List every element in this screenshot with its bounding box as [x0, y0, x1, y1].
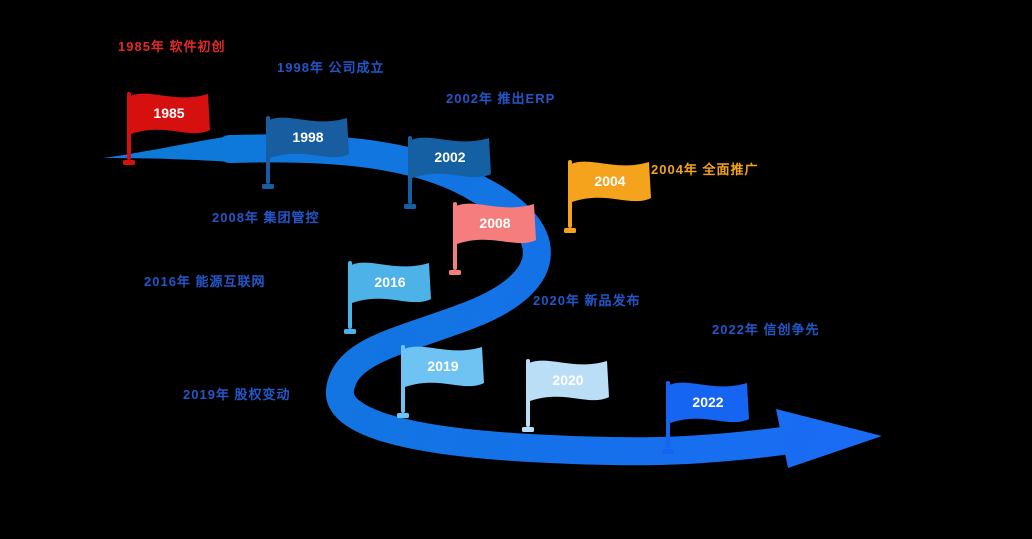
flag-cloth — [669, 382, 749, 423]
flag-year-label: 2004 — [594, 173, 625, 189]
milestone-flag-2019: 2019 — [396, 343, 488, 419]
flag-pole — [453, 202, 457, 270]
flag-cloth — [269, 117, 349, 158]
flag-year-label: 1998 — [292, 129, 323, 145]
flag-base — [662, 449, 674, 454]
milestone-flag-2002: 2002 — [403, 134, 495, 210]
flag-pole — [348, 261, 352, 329]
milestone-flag-2016: 2016 — [343, 259, 435, 335]
flag-base — [397, 413, 409, 418]
flag-year-label: 2022 — [692, 394, 723, 410]
flag-cloth — [130, 93, 210, 134]
flag-base — [522, 427, 534, 432]
milestone-flag-2004: 2004 — [563, 158, 655, 234]
flag-year-label: 2016 — [374, 274, 405, 290]
flag-base — [344, 329, 356, 334]
milestone-label-2002: 2002年 推出ERP — [446, 91, 556, 106]
flag-pole — [266, 116, 270, 184]
flag-cloth — [351, 262, 431, 303]
milestone-flag-2022: 2022 — [661, 379, 753, 455]
flag-year-label: 2008 — [479, 215, 510, 231]
flag-cloth — [411, 137, 491, 178]
milestone-label-2022: 2022年 信创争先 — [712, 322, 820, 337]
flag-cloth — [529, 360, 609, 401]
flag-base — [262, 184, 274, 189]
flag-pole — [568, 160, 572, 228]
flag-pole — [666, 381, 670, 449]
arrowhead — [776, 409, 882, 468]
flag-year-label: 2020 — [552, 372, 583, 388]
flag-base — [449, 270, 461, 275]
milestone-label-1985: 1985年 软件初创 — [118, 39, 226, 54]
flag-base — [404, 204, 416, 209]
flag-pole — [127, 92, 131, 160]
flag-year-label: 2019 — [427, 358, 458, 374]
flag-cloth — [456, 203, 536, 244]
flag-year-label: 1985 — [153, 105, 184, 121]
milestone-flag-1998: 1998 — [261, 114, 353, 190]
milestone-flag-1985: 1985 — [122, 90, 214, 166]
flag-year-label: 2002 — [434, 149, 465, 165]
milestone-label-2008: 2008年 集团管控 — [212, 210, 320, 225]
flag-cloth — [571, 161, 651, 202]
milestone-label-2020: 2020年 新品发布 — [533, 293, 641, 308]
milestone-label-1998: 1998年 公司成立 — [277, 60, 385, 75]
flag-cloth — [404, 346, 484, 387]
arrow-tail — [103, 136, 232, 162]
flag-base — [564, 228, 576, 233]
flag-base — [123, 160, 135, 165]
flag-pole — [526, 359, 530, 427]
flag-pole — [401, 345, 405, 413]
milestone-label-2016: 2016年 能源互联网 — [144, 274, 266, 289]
milestone-flag-2020: 2020 — [521, 357, 613, 433]
milestone-label-2019: 2019年 股权变动 — [183, 387, 291, 402]
milestone-flag-2008: 2008 — [448, 200, 540, 276]
milestone-label-2004: 2004年 全面推广 — [651, 162, 759, 177]
flag-pole — [408, 136, 412, 204]
